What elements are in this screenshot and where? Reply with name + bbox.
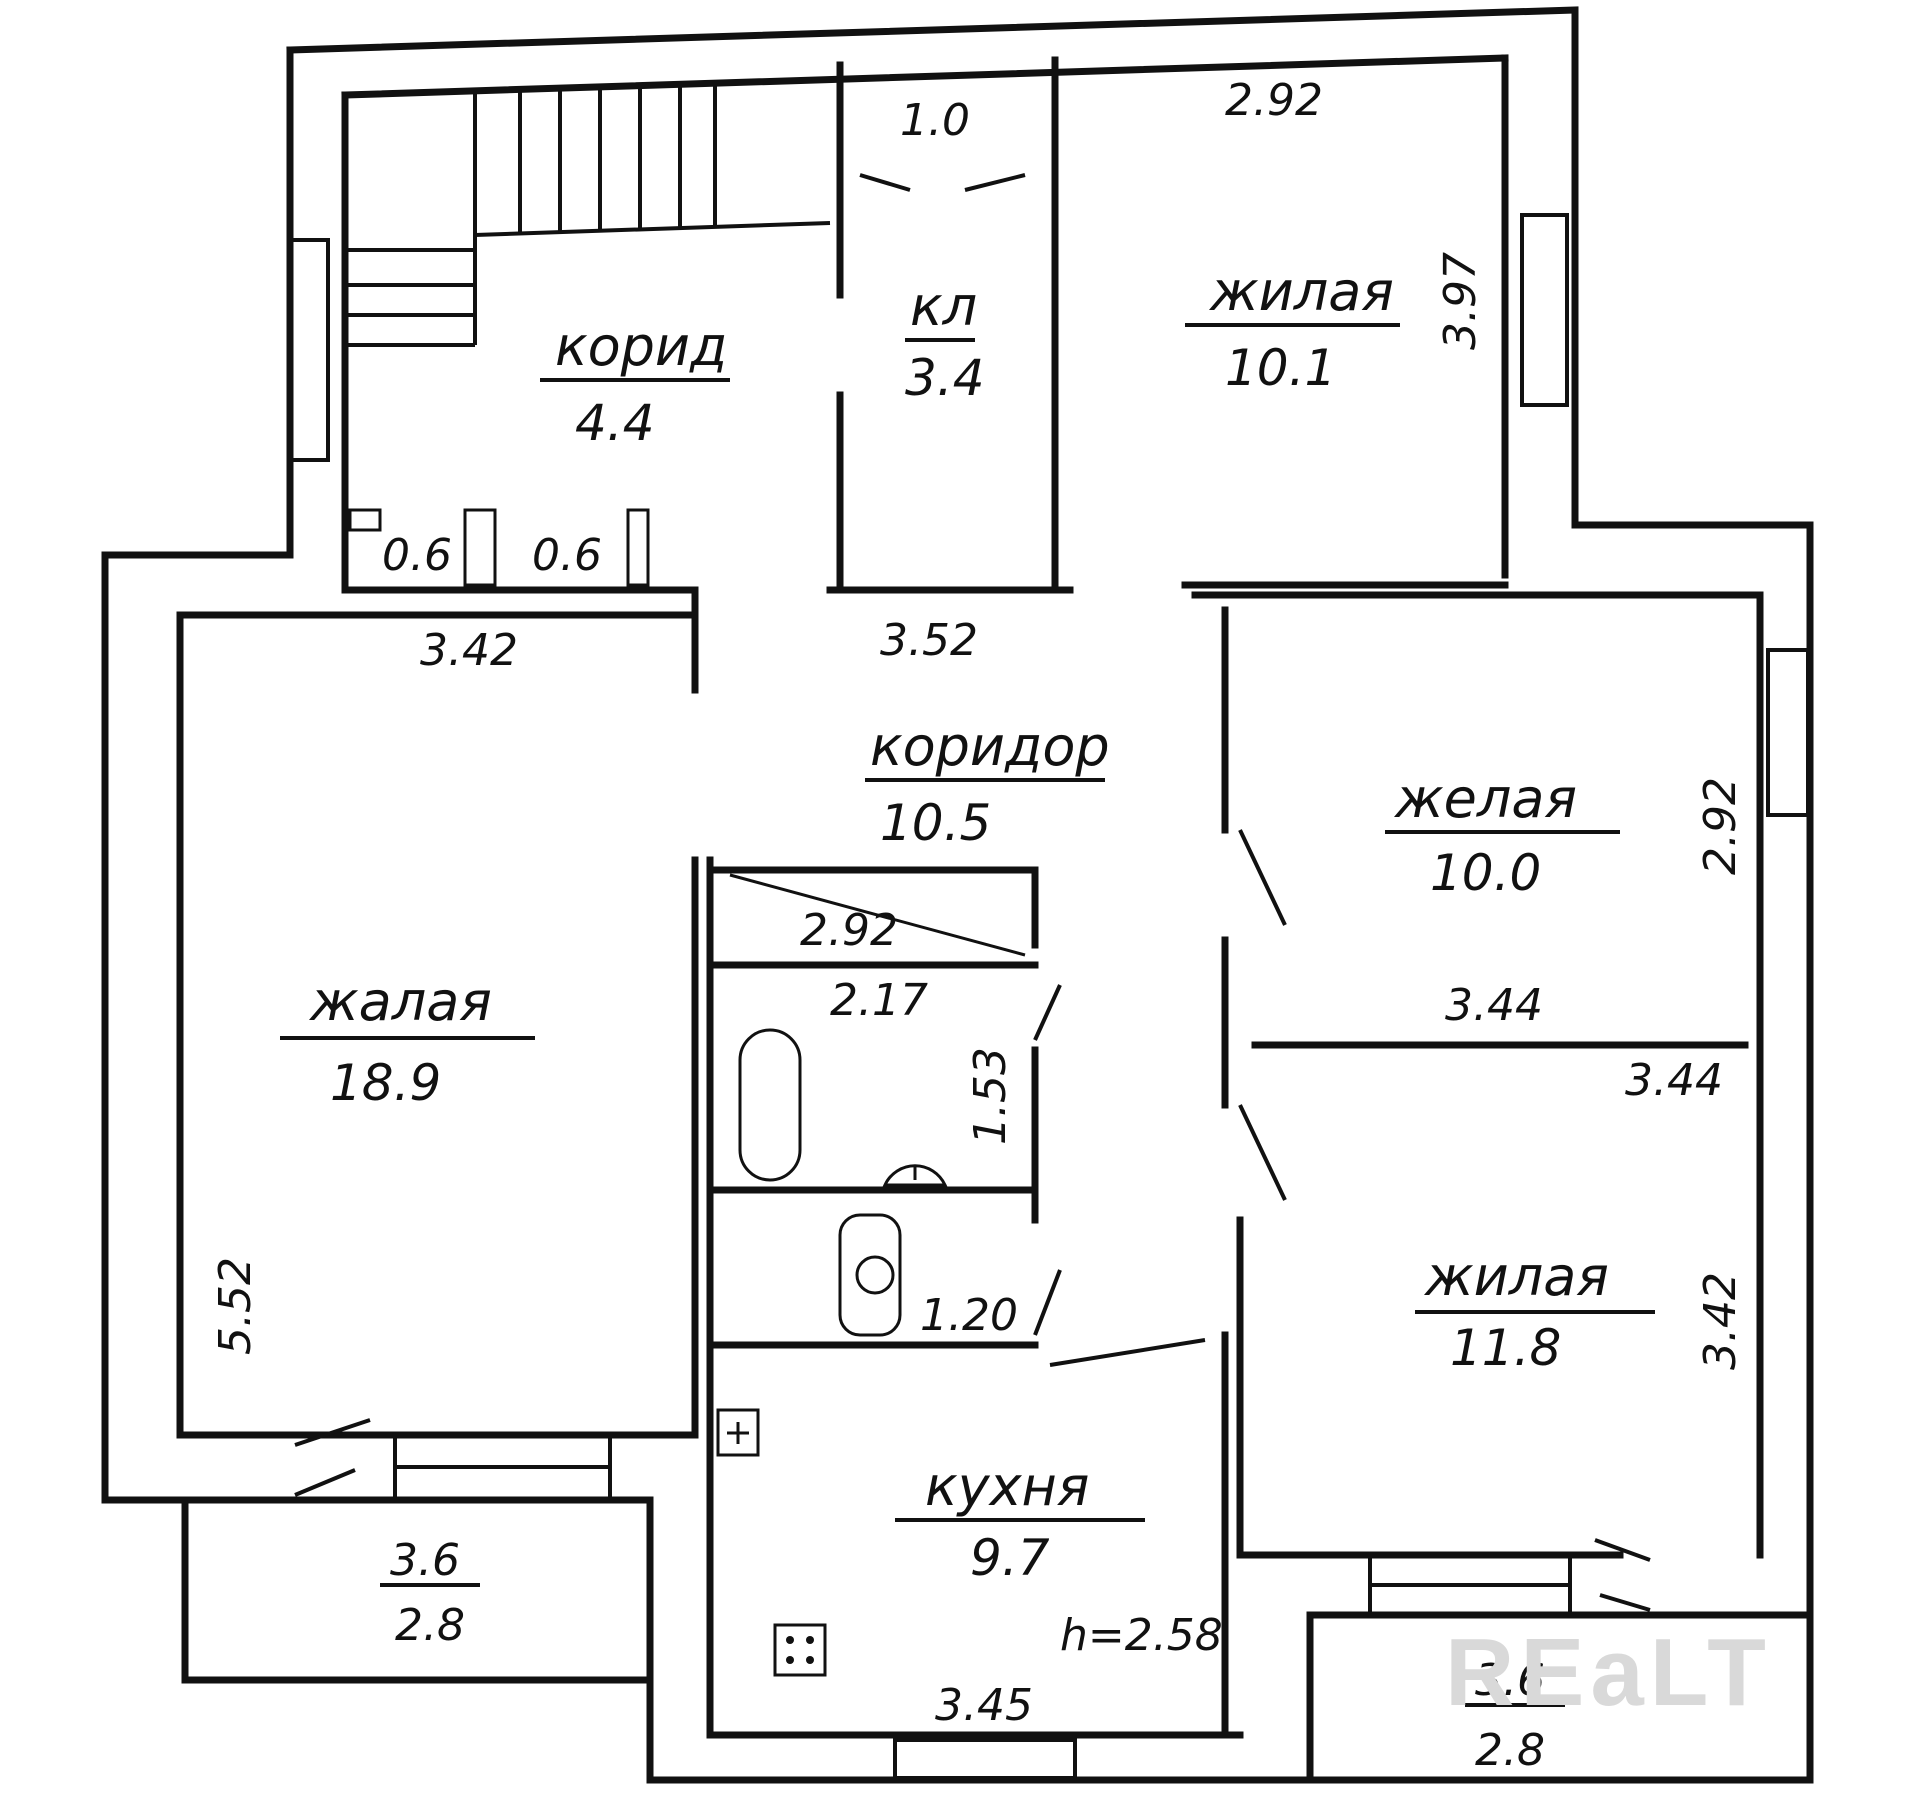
dimension-labels: 1.0 2.92 3.97 0.6 0.6 3.42 3.52 2.92 2.9… bbox=[210, 75, 1746, 1731]
staircase bbox=[345, 82, 831, 347]
dim-0-6-b: 0.6 bbox=[532, 530, 602, 581]
windows bbox=[288, 213, 1810, 1780]
room-name-corridor-main: коридор bbox=[870, 715, 1110, 778]
room-area-wc-top: 3.4 bbox=[905, 349, 985, 407]
dim-height: h=2.58 bbox=[1060, 1610, 1223, 1661]
dim-3-42-right: 3.42 bbox=[1695, 1272, 1746, 1370]
toilet-icon bbox=[838, 1213, 902, 1337]
room-name-living-mid-right: желая bbox=[1393, 767, 1577, 830]
room-area-corridor-main: 10.5 bbox=[880, 794, 991, 852]
room-area-kitchen: 9.7 bbox=[970, 1529, 1050, 1587]
balcony-right-depth: 2.8 bbox=[1475, 1725, 1545, 1776]
dim-2-17: 2.17 bbox=[830, 975, 928, 1026]
room-area-corridor-top: 4.4 bbox=[575, 394, 655, 452]
dim-3-45: 3.45 bbox=[935, 1680, 1033, 1731]
dim-0-6-a: 0.6 bbox=[382, 530, 452, 581]
doors bbox=[294, 173, 1651, 1612]
room-name-living-left: жалая bbox=[308, 970, 492, 1033]
sink-icon bbox=[882, 1164, 948, 1187]
room-name-living-low-right: жилая bbox=[1423, 1245, 1609, 1308]
dim-3-44-a: 3.44 bbox=[1445, 980, 1543, 1031]
room-name-wc-top: кл bbox=[910, 275, 977, 338]
dim-2-92-right: 2.92 bbox=[1695, 777, 1746, 875]
dim-1-53: 1.53 bbox=[965, 1047, 1016, 1145]
watermark-logo: REaLT bbox=[1445, 1619, 1772, 1726]
fixtures bbox=[348, 508, 1026, 1677]
dim-3-44-b: 3.44 bbox=[1625, 1055, 1723, 1106]
room-name-living-top-right: жилая bbox=[1208, 260, 1394, 323]
balcony-right-width: 3.6 bbox=[1475, 1655, 1545, 1706]
room-name-corridor-top: корид bbox=[555, 315, 727, 378]
room-area-living-low-right: 11.8 bbox=[1450, 1319, 1561, 1377]
room-area-living-top-right: 10.1 bbox=[1225, 339, 1336, 397]
balcony-labels: 3.6 2.8 3.6 2.8 bbox=[390, 1535, 1545, 1776]
sink-kitchen-icon bbox=[716, 1408, 760, 1457]
balcony-left-width: 3.6 bbox=[390, 1535, 460, 1586]
stove-icon bbox=[773, 1623, 827, 1677]
dim-1-0: 1.0 bbox=[900, 95, 970, 146]
dim-3-42: 3.42 bbox=[420, 625, 518, 676]
dim-1-20: 1.20 bbox=[920, 1290, 1018, 1341]
room-area-living-mid-right: 10.0 bbox=[1430, 844, 1541, 902]
dim-2-92-bath: 2.92 bbox=[800, 905, 898, 956]
interior-walls bbox=[176, 54, 1764, 1739]
room-area-living-left: 18.9 bbox=[330, 1054, 441, 1112]
dim-3-97: 3.97 bbox=[1435, 252, 1486, 350]
dim-5-52: 5.52 bbox=[210, 1257, 261, 1355]
dim-3-52: 3.52 bbox=[880, 615, 978, 666]
room-labels: корид 4.4 кл 3.4 жилая 10.1 коридор 10.5… bbox=[308, 260, 1609, 1587]
balcony-left-depth: 2.8 bbox=[395, 1600, 465, 1651]
label-underlines bbox=[280, 323, 1655, 1707]
dim-2-92-top: 2.92 bbox=[1225, 75, 1323, 126]
bathtub-icon bbox=[738, 1028, 802, 1182]
room-name-kitchen: кухня bbox=[925, 1455, 1089, 1518]
